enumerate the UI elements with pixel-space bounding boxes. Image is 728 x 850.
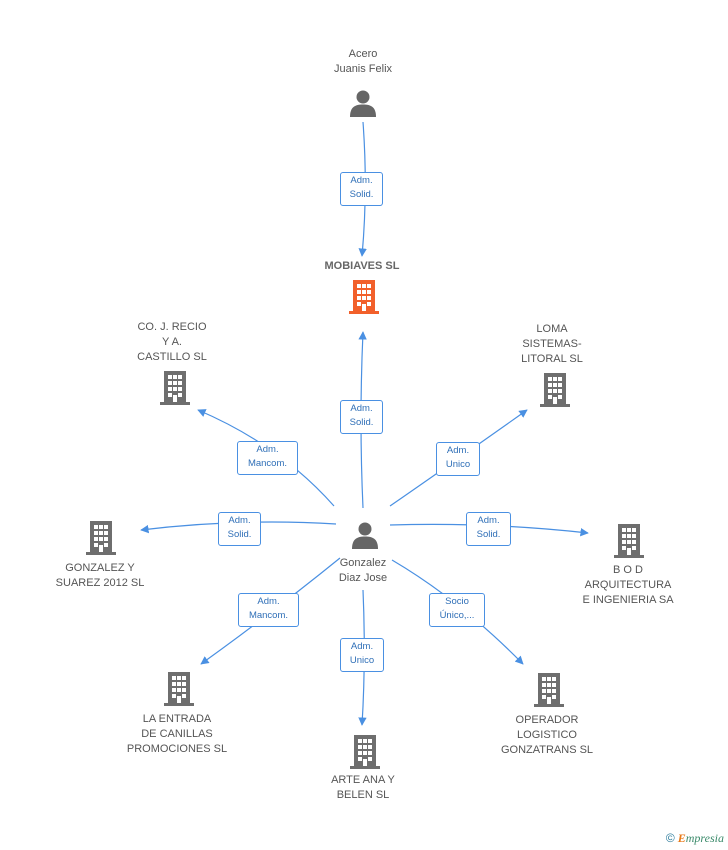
building-icon[interactable] [614, 524, 644, 558]
node-gonzalez-suarez-label[interactable]: GONZALEZ Y SUAREZ 2012 SL [55, 562, 145, 589]
node-bod-label[interactable]: B O D ARQUITECTURA E INGENIERIA SA [582, 564, 674, 606]
edge-label-gonzalez-operador: Socio Único,... [429, 593, 485, 627]
edge-label-gonzalez-co-recio: Adm. Mancom. [237, 441, 298, 475]
building-icon[interactable] [164, 672, 194, 706]
brand-footer[interactable]: ©Empresia [666, 831, 724, 846]
node-operador-label[interactable]: OPERADOR LOGISTICO GONZATRANS SL [500, 714, 594, 756]
edge-label-gonzalez-la-entrada: Adm. Mancom. [238, 593, 299, 627]
building-icon[interactable] [350, 735, 380, 769]
building-icon[interactable] [540, 373, 570, 407]
node-mobiaves-label[interactable]: MOBIAVES SL [324, 260, 400, 272]
edge-label-gonzalez-loma: Adm. Unico [436, 442, 480, 476]
node-acero-label[interactable]: Acero Juanis Felix [333, 48, 393, 75]
edge-label-acero-mobiaves: Adm. Solid. [340, 172, 383, 206]
edge-label-gonzalez-mobiaves: Adm. Solid. [340, 400, 383, 434]
building-icon[interactable] [160, 371, 190, 405]
node-la-entrada-label[interactable]: LA ENTRADA DE CANILLAS PROMOCIONES SL [126, 713, 228, 755]
building-icon[interactable] [349, 280, 379, 314]
edge-label-gonzalez-bod: Adm. Solid. [466, 512, 511, 546]
node-arte-ana-label[interactable]: ARTE ANA Y BELEN SL [331, 774, 395, 801]
building-icon[interactable] [534, 673, 564, 707]
person-icon[interactable] [352, 522, 378, 550]
node-co-recio-label[interactable]: CO. J. RECIO Y A. CASTILLO SL [137, 321, 207, 363]
person-icon[interactable] [350, 90, 376, 118]
node-gonzalez-label[interactable]: Gonzalez Diaz Jose [338, 557, 388, 584]
edge-label-gonzalez-arte-ana: Adm. Unico [340, 638, 384, 672]
node-loma-label[interactable]: LOMA SISTEMAS- LITORAL SL [521, 323, 583, 365]
brand-initial: E [677, 831, 686, 845]
building-icon[interactable] [86, 521, 116, 555]
brand-name: mpresia [685, 831, 724, 845]
edge-label-gonzalez-gonzalez-suarez: Adm. Solid. [218, 512, 261, 546]
copyright-symbol: © [665, 831, 675, 845]
